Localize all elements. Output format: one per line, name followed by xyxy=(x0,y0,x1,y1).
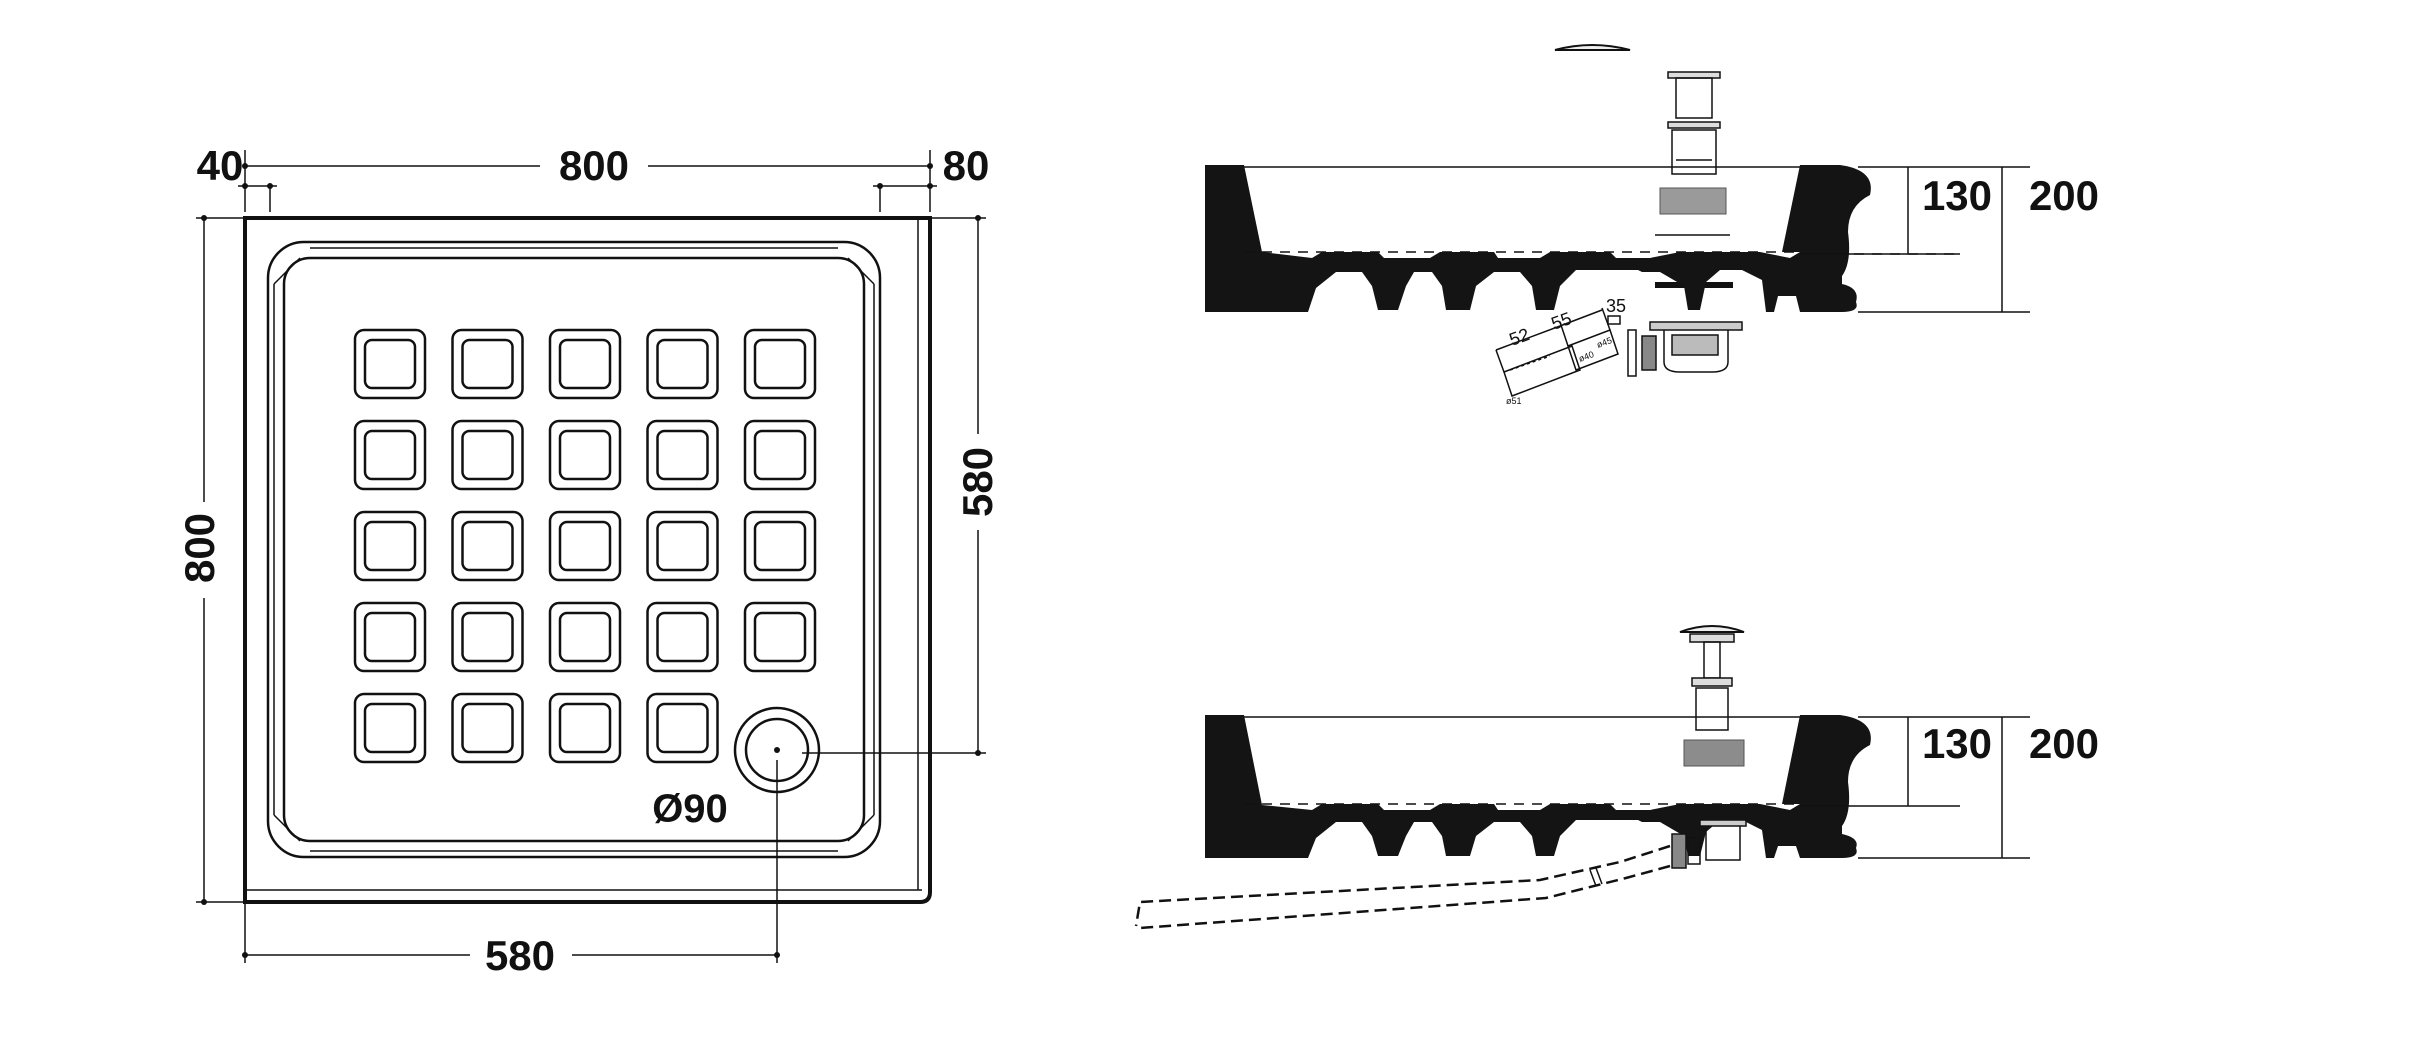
drain-diameter-label: Ø90 xyxy=(652,787,728,831)
dim-height-top xyxy=(1800,166,2030,313)
anti-slip-pad xyxy=(646,419,719,491)
dim-right-margin-label: 80 xyxy=(943,142,990,189)
section-view-top: 130 200 52 55 35 ø40 ø51 ø45 xyxy=(1205,44,2099,406)
anti-slip-pad xyxy=(451,510,524,582)
siphon-bottom xyxy=(1671,819,1747,869)
anti-slip-pad-inner xyxy=(461,611,514,663)
depth-total-label-bottom: 200 xyxy=(2029,720,2099,767)
anti-slip-pad xyxy=(548,692,622,764)
anti-slip-pads xyxy=(353,328,817,764)
pipe-52-label: 52 xyxy=(1507,324,1533,350)
anti-slip-pad-inner xyxy=(363,520,417,572)
anti-slip-pad xyxy=(548,419,622,491)
anti-slip-pad xyxy=(646,692,719,764)
anti-slip-pad xyxy=(646,328,719,400)
anti-slip-pad-inner xyxy=(558,429,612,481)
basin-outer xyxy=(266,240,882,859)
anti-slip-pad-inner xyxy=(558,702,612,754)
dim-drain-x-label: 580 xyxy=(485,932,555,979)
basin-bevels xyxy=(273,247,875,852)
tray-body-top xyxy=(1205,165,1871,312)
dim-top-ticks xyxy=(242,163,933,189)
anti-slip-pad-inner xyxy=(753,338,807,390)
depth-inner-label-top: 130 xyxy=(1922,172,1992,219)
anti-slip-pad xyxy=(353,328,427,400)
anti-slip-pad-inner xyxy=(656,611,709,663)
anti-slip-pad xyxy=(451,328,524,400)
dim-height-bottom xyxy=(1800,716,2030,859)
pipe-parts-top xyxy=(1495,307,1621,397)
anti-slip-pad-inner xyxy=(656,520,709,572)
depth-inner-label-bottom: 130 xyxy=(1922,720,1992,767)
dim-width-label: 800 xyxy=(559,142,629,189)
dim-left-margin-label: 40 xyxy=(197,142,244,189)
anti-slip-pad xyxy=(548,328,622,400)
dim-height-label: 800 xyxy=(176,513,223,583)
anti-slip-pad-inner xyxy=(753,520,807,572)
anti-slip-pad xyxy=(353,419,427,491)
drain-center xyxy=(774,747,780,753)
dim-left-ticks xyxy=(201,215,207,905)
anti-slip-pad xyxy=(353,692,427,764)
anti-slip-pad-inner xyxy=(753,611,807,663)
dim-right-ticks xyxy=(975,215,981,756)
plan-view: Ø90 800 40 80 800 xyxy=(176,142,1001,979)
anti-slip-pad xyxy=(646,510,719,582)
anti-slip-pad-inner xyxy=(363,611,417,663)
anti-slip-pad xyxy=(451,419,524,491)
depth-total-label-top: 200 xyxy=(2029,172,2099,219)
anti-slip-pad-inner xyxy=(363,429,417,481)
dim-drain-y-label: 580 xyxy=(954,447,1001,517)
pipe-35-label: 35 xyxy=(1606,296,1626,316)
pipe-d45-label: ø45 xyxy=(1595,335,1613,350)
anti-slip-pad-inner xyxy=(656,338,709,390)
anti-slip-pad-inner xyxy=(558,338,612,390)
anti-slip-pad xyxy=(353,601,427,673)
tray-body-bottom xyxy=(1205,715,1871,858)
anti-slip-pad-inner xyxy=(363,702,417,754)
anti-slip-pad xyxy=(743,601,817,673)
anti-slip-pad xyxy=(743,328,817,400)
basin-inner xyxy=(282,256,866,843)
anti-slip-pad xyxy=(548,510,622,582)
anti-slip-pad-inner xyxy=(363,338,417,390)
anti-slip-pad xyxy=(451,692,524,764)
anti-slip-pad-inner xyxy=(558,611,612,663)
section-view-bottom: 130 200 xyxy=(1134,625,2099,930)
anti-slip-pad xyxy=(646,601,719,673)
drain-assembled-bottom xyxy=(1679,625,1745,731)
anti-slip-pad-inner xyxy=(461,429,514,481)
pipe-d40-label: ø40 xyxy=(1577,349,1595,364)
anti-slip-pad-inner xyxy=(656,429,709,481)
anti-slip-pad xyxy=(353,510,427,582)
drain-thread-bottom xyxy=(1683,739,1745,767)
anti-slip-pad-inner xyxy=(461,520,514,572)
siphon-top xyxy=(1627,321,1743,377)
drain-trap-top xyxy=(1667,71,1721,175)
anti-slip-pad-inner xyxy=(656,702,709,754)
anti-slip-pad xyxy=(743,510,817,582)
anti-slip-pad xyxy=(451,601,524,673)
anti-slip-pad-inner xyxy=(461,702,514,754)
waste-pipe-dashed xyxy=(1134,844,1671,930)
anti-slip-pad xyxy=(743,419,817,491)
anti-slip-pad-inner xyxy=(558,520,612,572)
anti-slip-pad-inner xyxy=(461,338,514,390)
dim-bottom-ticks xyxy=(242,952,780,958)
pipe-d51-label: ø51 xyxy=(1506,396,1522,406)
anti-slip-pad xyxy=(548,601,622,673)
dim-top xyxy=(238,150,937,212)
drain-thread-top xyxy=(1659,187,1727,215)
tray-outline xyxy=(243,216,932,904)
pipe-55-label: 55 xyxy=(1549,308,1575,334)
anti-slip-pad-inner xyxy=(753,429,807,481)
